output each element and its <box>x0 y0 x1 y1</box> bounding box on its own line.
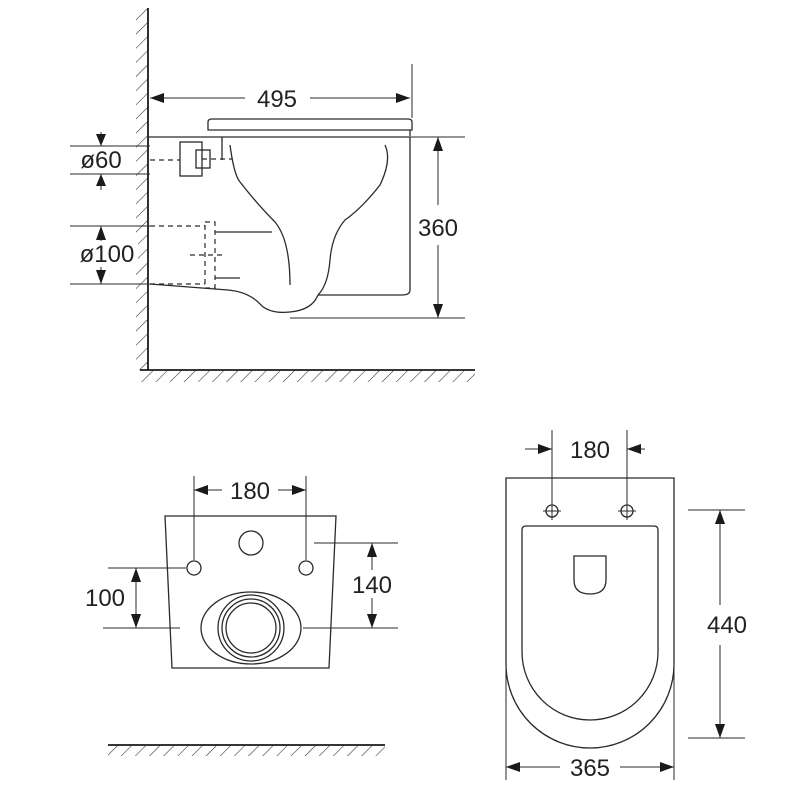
dim-label-back-140: 140 <box>352 572 392 599</box>
top-view: 180 440 365 <box>505 430 747 782</box>
dimension-inlet-diameter: ø60 <box>80 132 122 190</box>
outlet-opening <box>200 591 302 665</box>
dimension-495: 495 <box>150 86 410 113</box>
floor-side <box>140 369 475 382</box>
wall <box>136 8 149 370</box>
dim-label-top-440: 440 <box>707 612 747 639</box>
top-view-seat <box>521 525 659 721</box>
dimension-top-440: 440 <box>707 510 747 738</box>
dim-label-back-100: 100 <box>85 585 125 612</box>
bolt-hole-right <box>298 560 314 576</box>
top-view-notch <box>573 555 607 595</box>
dim-label-outlet: ø100 <box>80 241 135 268</box>
top-view-outline <box>505 477 675 749</box>
dimension-back-140: 140 <box>352 543 392 628</box>
back-view: 180 100 140 <box>85 476 398 756</box>
dimension-360: 360 <box>418 137 458 318</box>
dim-label-back-180: 180 <box>230 478 270 505</box>
dimension-outlet-diameter: ø100 <box>76 226 138 284</box>
extension-lines-top <box>505 430 745 780</box>
dimension-top-365: 365 <box>506 755 674 782</box>
dim-label-360: 360 <box>418 215 458 242</box>
dim-label-top-365: 365 <box>570 755 610 782</box>
floor-back <box>108 744 385 756</box>
side-view: 495 360 ø60 ø100 <box>70 8 475 382</box>
dim-label-inlet: ø60 <box>80 147 121 174</box>
dimension-back-180: 180 <box>194 478 306 505</box>
dimension-top-180: 180 <box>525 437 645 464</box>
dim-label-495: 495 <box>257 86 297 113</box>
back-view-body <box>164 515 337 669</box>
bolt-hole-left <box>186 560 202 576</box>
top-bolt-left <box>543 502 561 520</box>
top-bolt-right <box>618 502 636 520</box>
dimension-back-100: 100 <box>85 568 141 628</box>
inlet-hole <box>238 530 264 556</box>
toilet-side-profile <box>148 118 413 314</box>
dim-label-top-180: 180 <box>570 437 610 464</box>
